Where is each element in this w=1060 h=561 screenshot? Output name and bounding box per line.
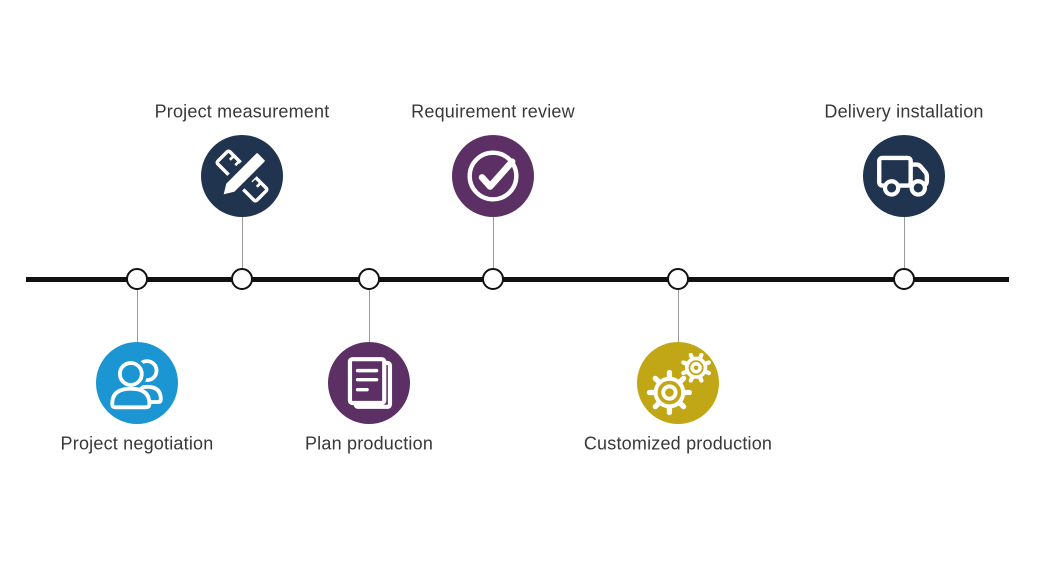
check-circle-icon (453, 136, 533, 216)
timeline-node (231, 268, 253, 290)
step-label: Delivery installation (824, 101, 984, 122)
timeline-node (893, 268, 915, 290)
connector-line (904, 217, 905, 268)
connector-line (369, 290, 370, 342)
ruler-pencil-icon (202, 136, 282, 216)
connector-line (678, 290, 679, 342)
connector-line (242, 217, 243, 268)
step-label: Requirement review (411, 101, 575, 122)
gears-icon (638, 343, 718, 423)
step-label: Project measurement (154, 101, 330, 122)
step-icon-circle (637, 342, 719, 424)
timeline-node (482, 268, 504, 290)
timeline-node (126, 268, 148, 290)
truck-icon (864, 136, 944, 216)
step-icon-circle (328, 342, 410, 424)
timeline-node (358, 268, 380, 290)
step-icon-circle (96, 342, 178, 424)
connector-line (493, 217, 494, 268)
document-icon (329, 343, 409, 423)
timeline-line (26, 276, 1009, 282)
step-label: Project negotiation (60, 433, 214, 454)
step-icon-circle (452, 135, 534, 217)
connector-line (137, 290, 138, 342)
step-icon-circle (863, 135, 945, 217)
step-icon-circle (201, 135, 283, 217)
timeline-node (667, 268, 689, 290)
step-label: Customized production (583, 433, 773, 454)
people-icon (97, 343, 177, 423)
step-label: Plan production (304, 433, 434, 454)
